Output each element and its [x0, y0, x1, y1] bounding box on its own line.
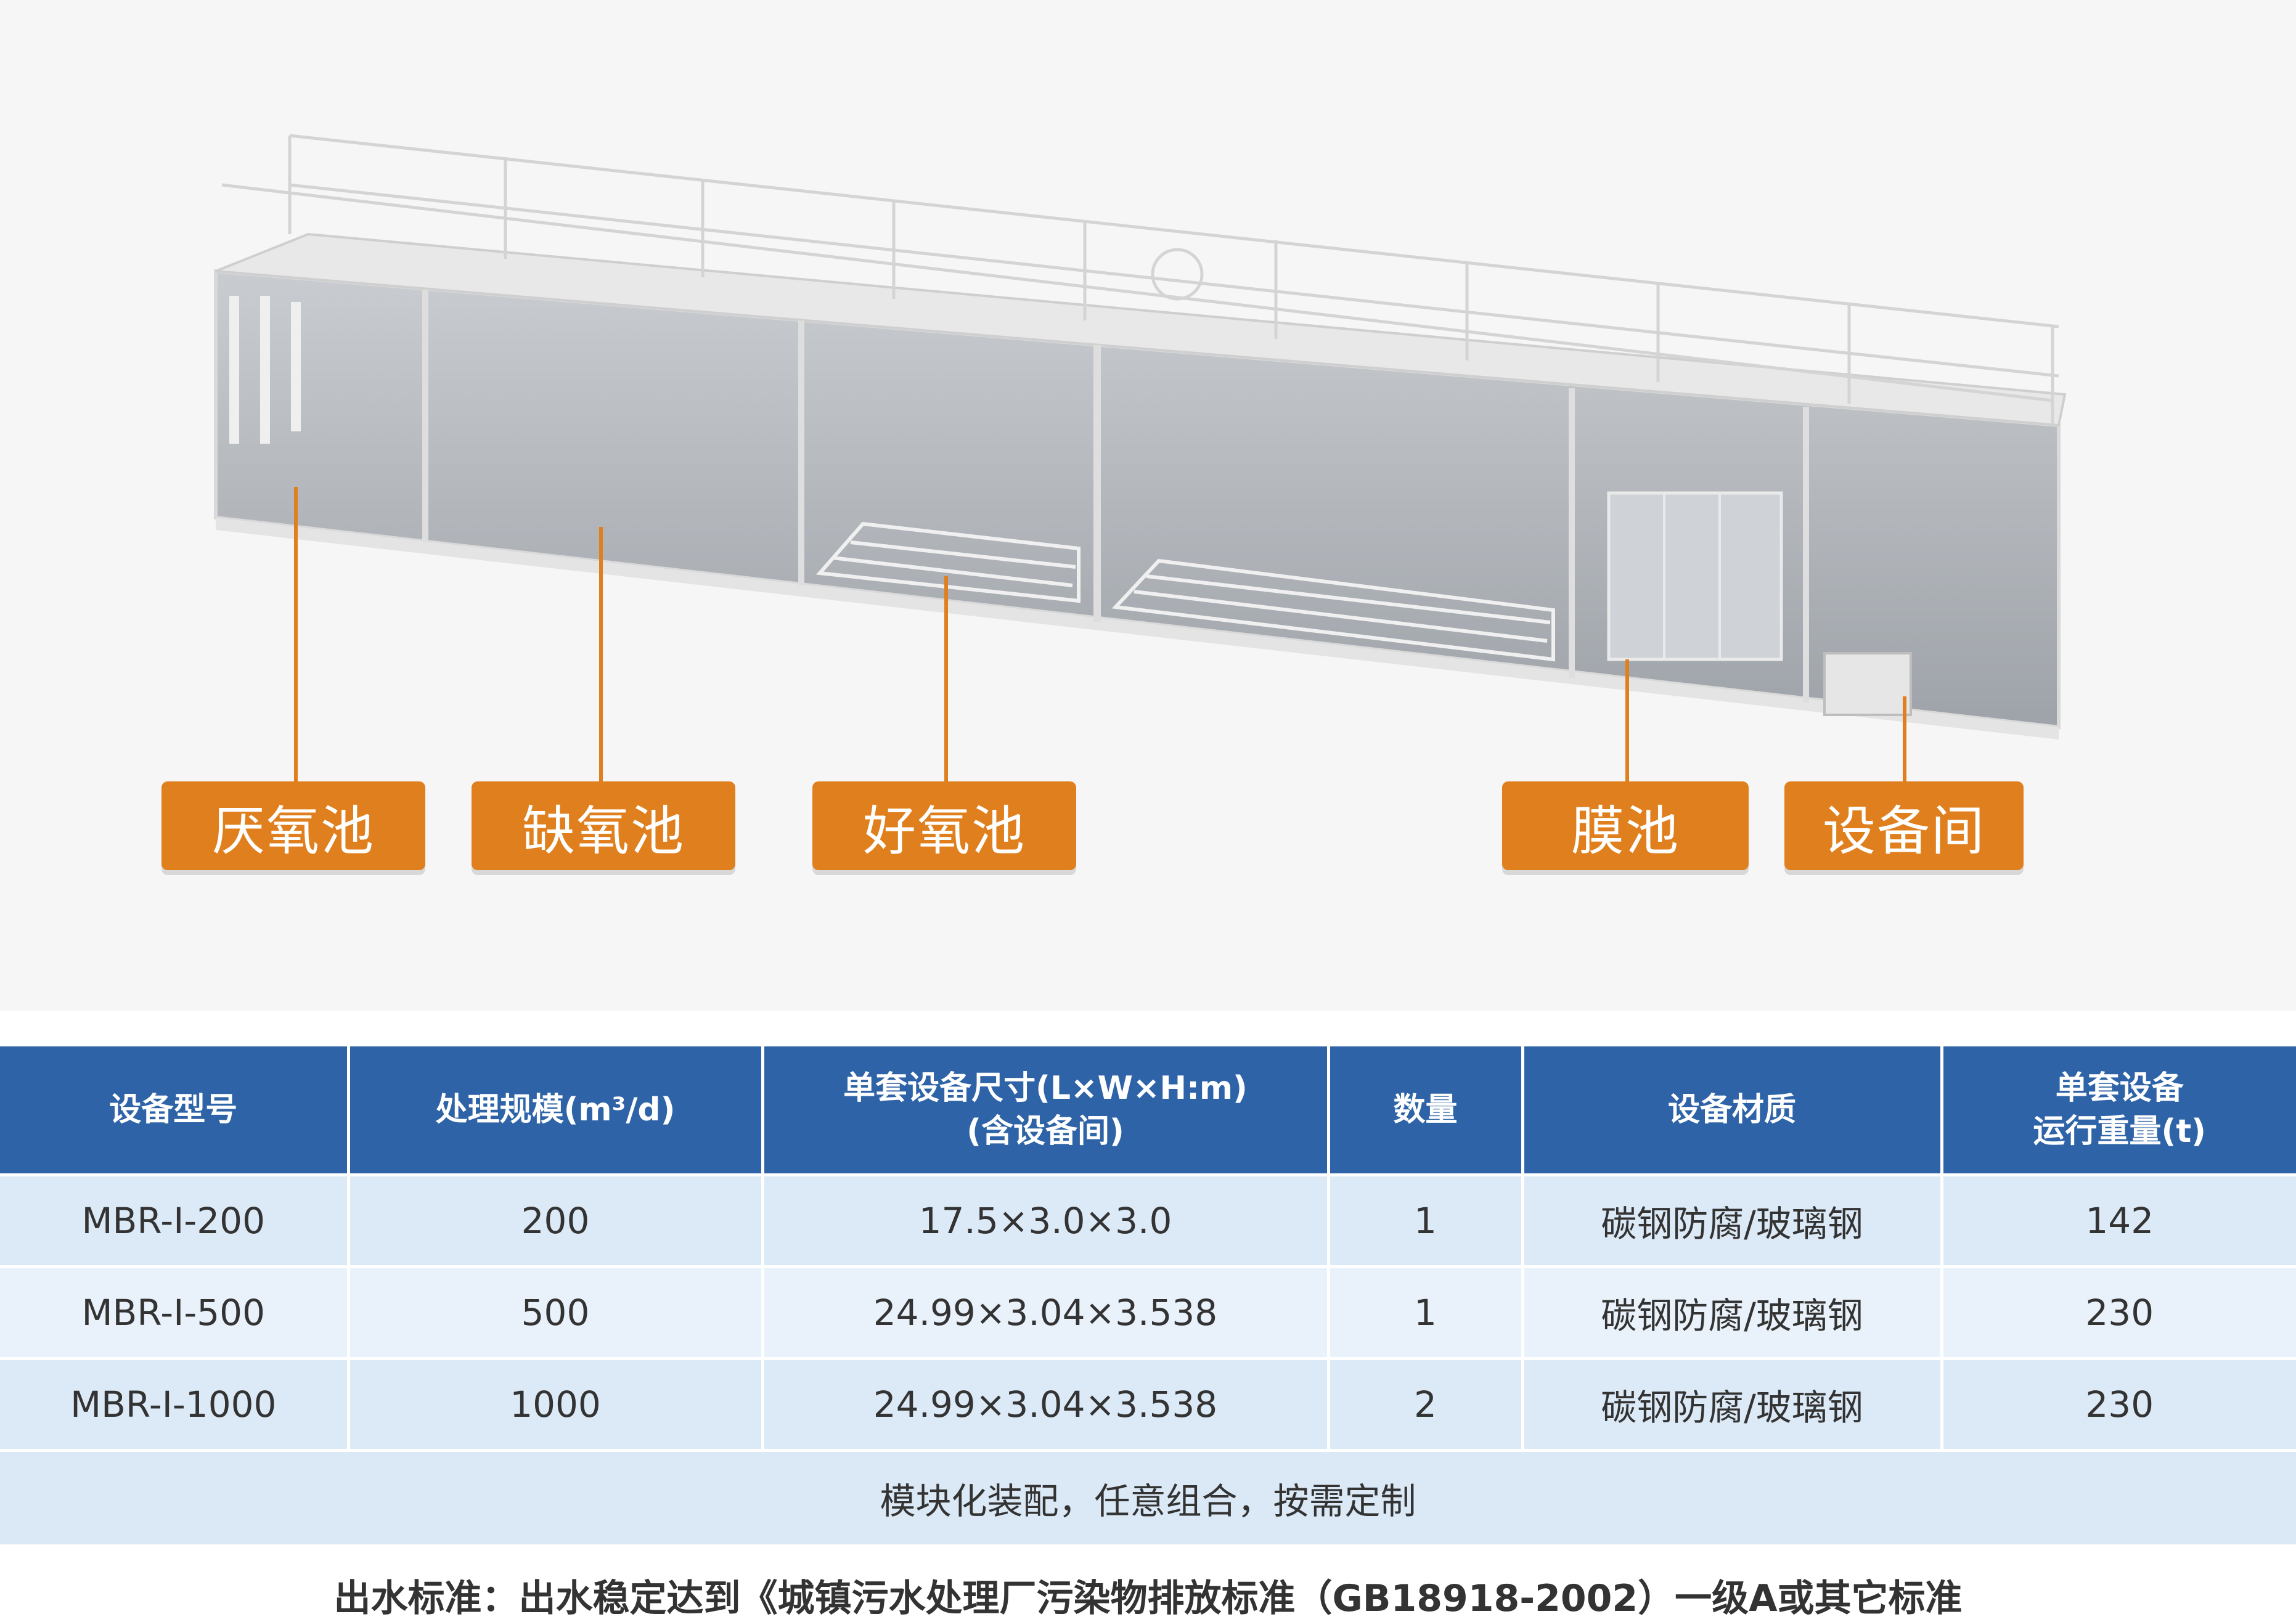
- cell-quantity: 1: [1328, 1265, 1524, 1359]
- table-note-row: 模块化装配，任意组合，按需定制: [0, 1449, 2296, 1544]
- cell-dimensions: 17.5×3.0×3.0: [762, 1173, 1330, 1267]
- membrane-modules: [1607, 491, 1783, 661]
- table-row: MBR-I-500 500 24.99×3.04×3.538 1 碳钢防腐/玻璃…: [0, 1265, 2296, 1359]
- label-anaerobic-tank: 厌氧池: [161, 781, 425, 870]
- cell-weight: 230: [1942, 1357, 2296, 1451]
- cell-weight: 230: [1942, 1265, 2296, 1359]
- cell-capacity: 1000: [348, 1357, 764, 1451]
- cell-dimensions: 24.99×3.04×3.538: [762, 1265, 1330, 1359]
- cell-weight: 142: [1942, 1173, 2296, 1267]
- callout-leaders: [294, 487, 1906, 781]
- cell-quantity: 2: [1328, 1357, 1524, 1451]
- label-membrane-tank: 膜池: [1502, 781, 1749, 870]
- top-deck: [215, 232, 2067, 427]
- label-anoxic-tank: 缺氧池: [472, 781, 735, 870]
- cell-dimensions: 24.99×3.04×3.538: [762, 1357, 1330, 1451]
- label-aerobic-tank: 好氧池: [812, 781, 1076, 870]
- cell-capacity: 200: [348, 1173, 764, 1267]
- cell-model: MBR-I-200: [0, 1173, 350, 1267]
- header-quantity: 数量: [1328, 1046, 1524, 1175]
- header-capacity: 处理规模(m³/d): [348, 1046, 764, 1175]
- pump-unit: [1823, 652, 1912, 716]
- cell-material: 碳钢防腐/玻璃钢: [1522, 1265, 1943, 1359]
- table-header-row: 设备型号 处理规模(m³/d) 单套设备尺寸(L×W×H:m)(含设备间) 数量…: [0, 1046, 2296, 1175]
- cell-model: MBR-I-1000: [0, 1357, 350, 1451]
- equipment-illustration: 厌氧池 缺氧池 好氧池 膜池 设备间: [161, 134, 2067, 870]
- mbr-unit-drawing: [214, 134, 2067, 781]
- label-equipment-room: 设备间: [1784, 781, 2024, 870]
- cell-material: 碳钢防腐/玻璃钢: [1522, 1173, 1943, 1267]
- table-row: MBR-I-1000 1000 24.99×3.04×3.538 2 碳钢防腐/…: [0, 1357, 2296, 1451]
- effluent-standard-note: 出水标准：出水稳定达到《城镇污水处理厂污染物排放标准（GB18918-2002）…: [333, 1577, 1963, 1620]
- header-material: 设备材质: [1522, 1046, 1943, 1175]
- container-base: [216, 518, 2059, 740]
- header-model: 设备型号: [0, 1046, 350, 1175]
- aeration-grid: [815, 521, 1555, 662]
- table-note: 模块化装配，任意组合，按需定制: [0, 1449, 2296, 1544]
- cell-material: 碳钢防腐/玻璃钢: [1522, 1357, 1943, 1451]
- table-row: MBR-I-200 200 17.5×3.0×3.0 1 碳钢防腐/玻璃钢 14…: [0, 1173, 2296, 1267]
- spec-table: 设备型号 处理规模(m³/d) 单套设备尺寸(L×W×H:m)(含设备间) 数量…: [0, 1046, 2296, 1544]
- top-railing: [221, 134, 2059, 425]
- header-weight: 单套设备运行重量(t): [1942, 1046, 2296, 1175]
- cell-model: MBR-I-500: [0, 1265, 350, 1359]
- cell-capacity: 500: [348, 1265, 764, 1359]
- header-dimensions: 单套设备尺寸(L×W×H:m)(含设备间): [762, 1046, 1330, 1175]
- cell-quantity: 1: [1328, 1173, 1524, 1267]
